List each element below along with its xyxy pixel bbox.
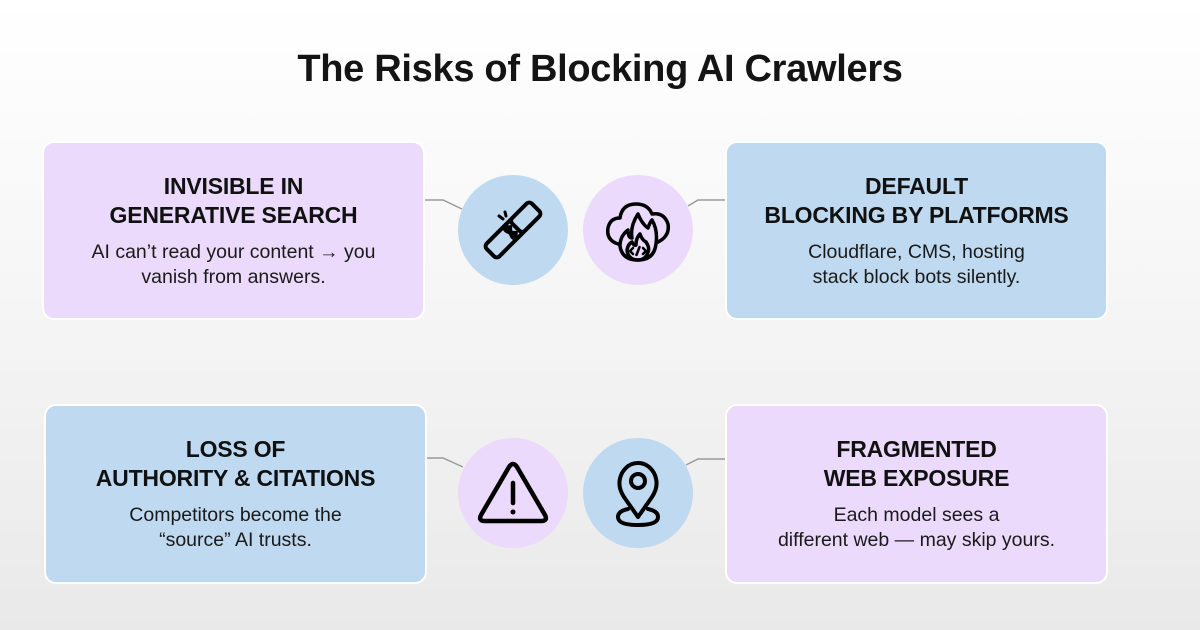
risk-card-fragmented-exposure: FRAGMENTED WEB EXPOSURE Each model sees … [725,404,1108,584]
icon-circle-cloud-fire [583,175,693,285]
icon-circle-map-pin [583,438,693,548]
card-heading: INVISIBLE IN GENERATIVE SEARCH [109,172,358,228]
card-body: Competitors become the “source” AI trust… [129,504,342,551]
warning-triangle-icon [477,461,549,524]
cloud-fire-code-icon [605,202,671,262]
card-body: Cloudflare, CMS, hosting stack block bot… [808,240,1025,288]
icon-circle-warning [458,438,568,548]
page-title: The Risks of Blocking AI Crawlers [297,48,903,90]
card-body: AI can’t read your content → you vanish … [91,240,376,288]
card-heading: DEFAULT BLOCKING BY PLATFORMS [764,172,1069,228]
card-body: Each model sees a different web — may sk… [777,504,1056,551]
risk-card-default-blocking: DEFAULT BLOCKING BY PLATFORMS Cloudflare… [725,141,1108,320]
card-heading: LOSS OF AUTHORITY & CITATIONS [95,436,376,491]
map-pin-icon [616,461,660,527]
risk-card-loss-authority: LOSS OF AUTHORITY & CITATIONS Competitor… [44,404,427,584]
broken-link-icon [483,200,543,260]
card-heading: FRAGMENTED WEB EXPOSURE [823,436,1010,491]
risk-card-invisible-search: INVISIBLE IN GENERATIVE SEARCH AI can’t … [42,141,425,320]
icon-circle-broken-link [458,175,568,285]
